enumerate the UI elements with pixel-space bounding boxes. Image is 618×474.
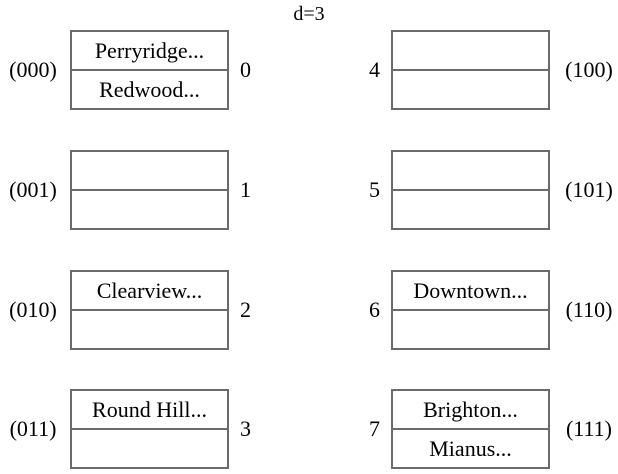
bucket-cell	[393, 311, 548, 348]
bucket-cell: Redwood...	[99, 76, 200, 102]
bucket-row: (000) Perryridge... Redwood... 0 4 (100)	[0, 30, 618, 110]
bucket-box: Brighton... Mianus...	[391, 389, 550, 469]
bucket-number-label: 6	[369, 297, 380, 322]
bucket-row: (011) Round Hill... 3 7 Brighton... Mian…	[0, 389, 618, 469]
bucket-box: Perryridge... Redwood...	[70, 30, 229, 110]
bucket-cell	[393, 152, 548, 191]
bucket-cell: Perryridge...	[72, 32, 227, 71]
bucket-cell	[72, 430, 227, 467]
bucket-box	[70, 150, 229, 230]
bucket-number-label: 7	[369, 416, 380, 441]
bucket-number-label: 1	[240, 177, 251, 202]
bucket-row: (010) Clearview... 2 6 Downtown... (110)	[0, 270, 618, 350]
bucket-number-label: 4	[369, 57, 380, 82]
bucket-cell: Round Hill...	[72, 391, 227, 430]
bucket-binary-label: (100)	[565, 57, 613, 82]
bucket-binary-label: (101)	[565, 177, 613, 202]
bucket-binary-label: (001)	[9, 177, 57, 202]
bucket-binary-label: (110)	[565, 297, 613, 322]
bucket-cell	[393, 71, 548, 108]
bucket-cell	[72, 311, 227, 348]
bucket-cell	[393, 191, 548, 228]
bucket-box: Clearview...	[70, 270, 229, 350]
bucket-box: Downtown...	[391, 270, 550, 350]
bucket-box: Round Hill...	[70, 389, 229, 469]
bucket-box	[391, 30, 550, 110]
bucket-number-label: 5	[369, 177, 380, 202]
bucket-number-label: 0	[240, 57, 251, 82]
bucket-cell	[72, 191, 227, 228]
bucket-box	[391, 150, 550, 230]
bucket-binary-label: (000)	[9, 57, 57, 82]
bucket-cell: Brighton...	[393, 391, 548, 430]
bucket-binary-label: (011)	[9, 416, 57, 441]
bucket-binary-label: (111)	[565, 416, 613, 441]
bucket-row: (001) 1 5 (101)	[0, 150, 618, 230]
bucket-cell: Mianus...	[429, 435, 512, 461]
bucket-number-label: 3	[240, 416, 251, 441]
bucket-cell	[72, 152, 227, 191]
bucket-binary-label: (010)	[9, 297, 57, 322]
bucket-cell	[393, 32, 548, 71]
bucket-cell: Clearview...	[72, 272, 227, 311]
bucket-cell: Downtown...	[393, 272, 548, 311]
bucket-number-label: 2	[240, 297, 251, 322]
diagram-title: d=3	[293, 3, 325, 25]
